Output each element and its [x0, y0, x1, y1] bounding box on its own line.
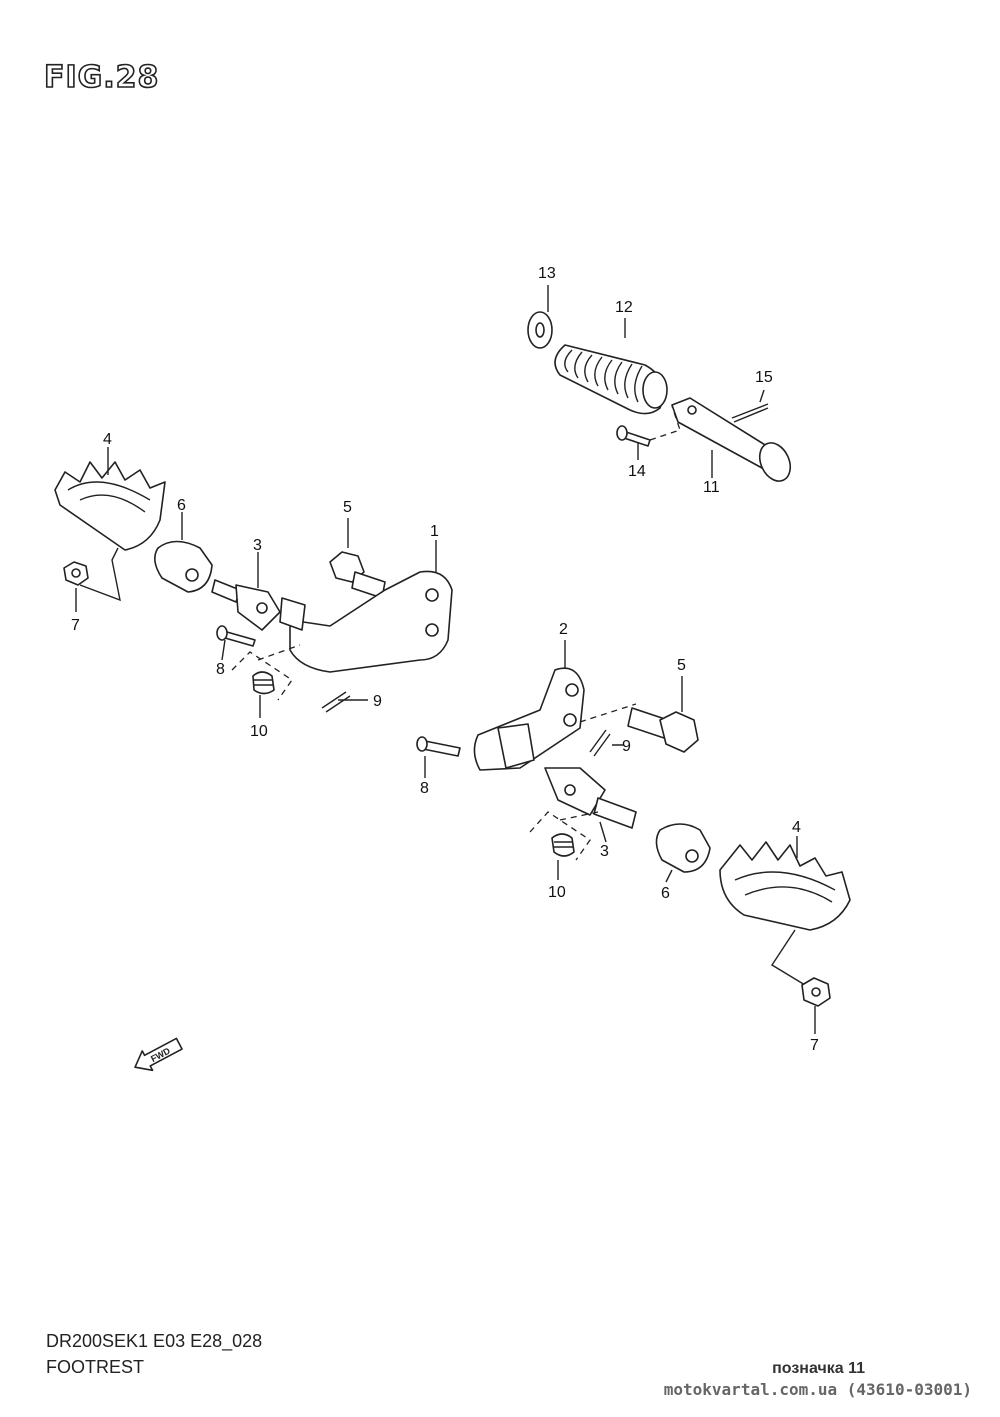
washer-13: [527, 311, 553, 349]
callout-8: 8: [420, 780, 429, 797]
site-watermark: motokvartal.com.ua (43610-03001): [663, 1380, 972, 1399]
cotter-pin-9-left: [321, 691, 351, 713]
callout-5: 5: [343, 499, 352, 516]
nut-7-left: [63, 561, 89, 586]
callout-11: 11: [703, 479, 720, 496]
callout-5: 5: [677, 657, 686, 674]
cotter-pin-15: [731, 403, 769, 423]
spring-10-left: [252, 671, 275, 695]
rubber-grip-12: [554, 344, 668, 415]
callout-10: 10: [548, 884, 566, 901]
figure-title: FIG.28: [43, 59, 160, 96]
section-name: FOOTREST: [46, 1357, 144, 1377]
callout-1: 1: [430, 523, 439, 540]
clevis-pin-8-right: [416, 736, 461, 757]
forward-arrow-icon: FWD: [134, 1037, 183, 1072]
callout-6: 6: [177, 497, 186, 514]
callout-2: 2: [559, 621, 568, 638]
callout-15: 15: [755, 369, 773, 386]
mark-label: позначка 11: [772, 1360, 865, 1377]
callout-7: 7: [71, 617, 80, 634]
callout-7: 7: [810, 1037, 819, 1054]
callout-9: 9: [373, 693, 382, 710]
footrest-bracket-1: [279, 570, 453, 673]
clevis-pin-14: [616, 405, 681, 447]
callout-14: 14: [628, 463, 646, 480]
callout-4: 4: [792, 819, 801, 836]
cotter-pin-9-right: [589, 729, 611, 757]
callout-12: 12: [615, 299, 633, 316]
footpeg-4-right: [719, 841, 851, 931]
bushing-6-left: [154, 540, 213, 593]
callout-3: 3: [600, 843, 609, 860]
callout-9: 9: [622, 738, 631, 755]
callout-4: 4: [103, 431, 112, 448]
pivot-bolt-3-left: [211, 579, 281, 631]
footpeg-4-left: [54, 461, 166, 551]
bolt-5-left: [329, 551, 386, 599]
callout-6: 6: [661, 885, 670, 902]
callout-10: 10: [250, 723, 268, 740]
clevis-pin-8-left: [216, 625, 256, 647]
bolt-5-right: [579, 703, 699, 753]
model-code: DR200SEK1 E03 E28_028: [46, 1331, 263, 1351]
bushing-6-right: [655, 823, 711, 873]
callout-3: 3: [253, 537, 262, 554]
footrest-bracket-2: [473, 667, 585, 771]
callout-8: 8: [216, 661, 225, 678]
nut-7-right: [801, 977, 831, 1007]
footrest-rod-11: [671, 397, 792, 482]
pivot-bolt-3-right: [544, 767, 637, 829]
spring-10-right: [551, 833, 575, 857]
callout-13: 13: [538, 265, 556, 282]
